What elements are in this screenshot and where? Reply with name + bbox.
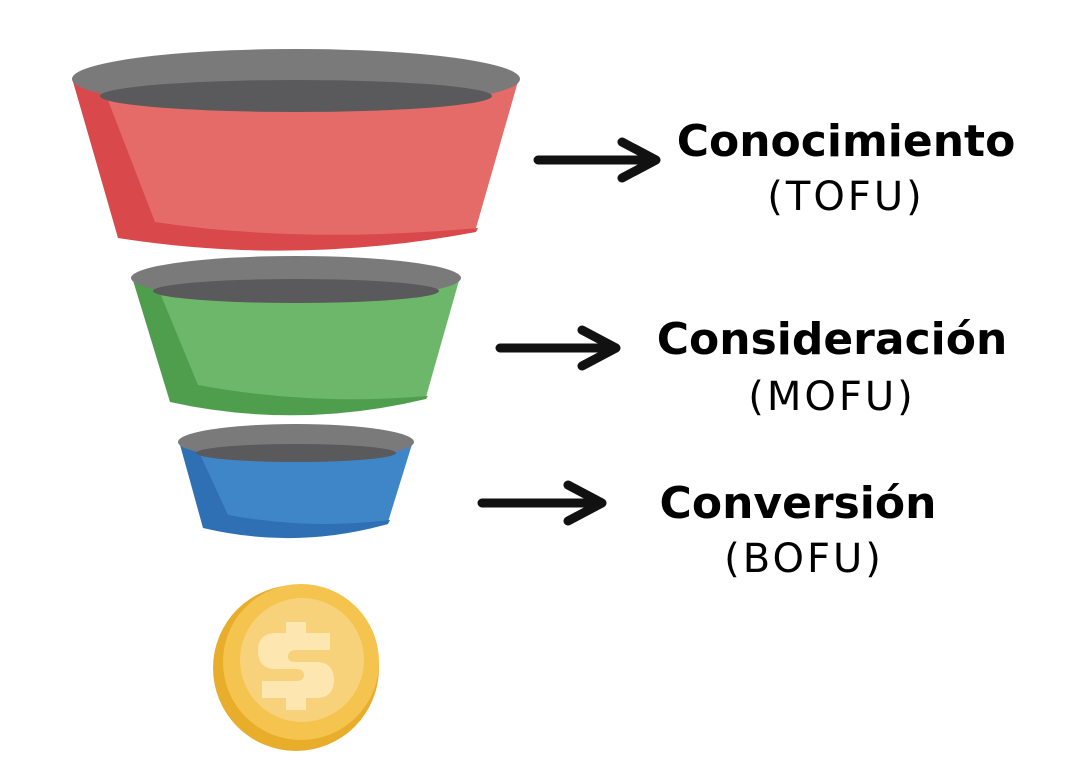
dollar-sign-icon [258,622,334,710]
funnel-segment-tofu [72,49,520,251]
stage-title-tofu: Conocimiento [677,116,1016,167]
funnel-opening-mofu [153,279,439,303]
stage-subtitle-tofu: (TOFU) [767,174,924,220]
stage-title-bofu: Conversión [660,478,937,529]
arrow-right-icon [477,480,607,526]
arrow-right-icon [495,325,621,371]
funnel-body-tofu [72,78,519,248]
stage-title-mofu: Consideración [657,314,1008,365]
dollar-coin-icon [213,584,379,751]
funnel-segment-bofu [178,424,414,539]
funnel-shade-mofu [132,277,428,416]
funnel-opening-bofu [196,444,396,462]
arrow-right-icon [533,137,661,183]
funnel-opening-tofu [100,80,492,112]
funnel-body-mofu [132,277,460,414]
funnel-shade-bofu [179,441,390,539]
funnel-shade-tofu [72,78,478,251]
stage-subtitle-mofu: (MOFU) [748,374,916,420]
funnel-segment-mofu [131,256,461,416]
stage-subtitle-bofu: (BOFU) [724,536,884,582]
funnel-body-bofu [179,441,413,537]
